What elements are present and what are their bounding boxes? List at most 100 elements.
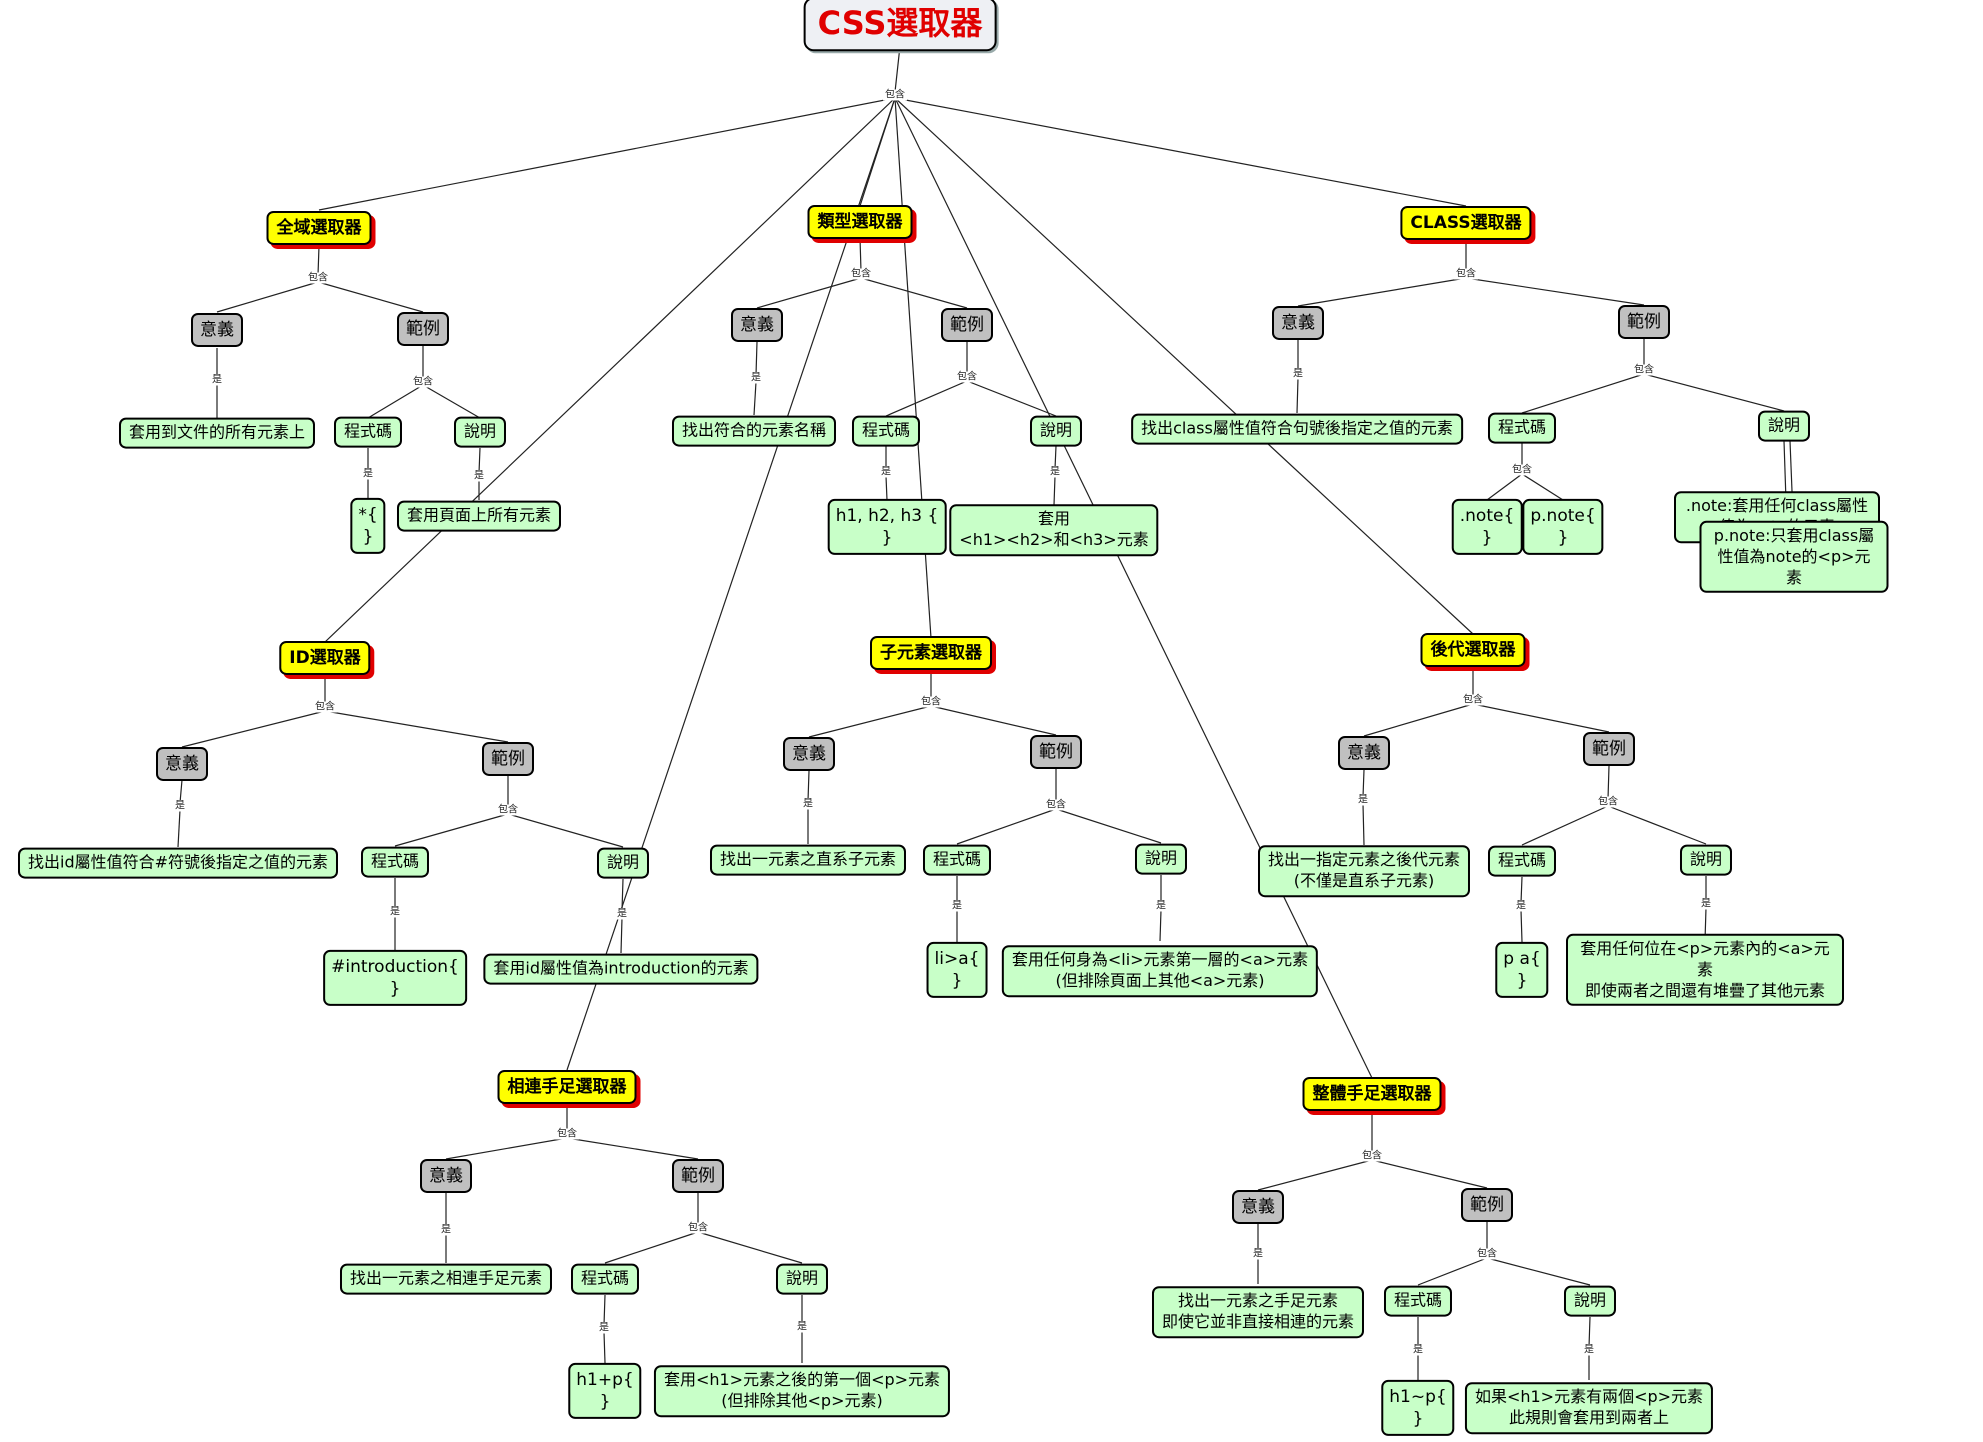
link-label-is: 是 [1411, 1344, 1425, 1356]
id-meaning-text[interactable]: 找出id屬性值符合#符號後指定之值的元素 [17, 847, 339, 879]
descendant-meaning-text[interactable]: 找出一指定元素之後代元素 (不僅是直系子元素) [1257, 845, 1471, 897]
child-meaning-text[interactable]: 找出一元素之直系子元素 [709, 844, 907, 876]
general-explanation-text[interactable]: 如果<h1>元素有兩個<p>元素 此規則會套用到兩者上 [1464, 1382, 1714, 1434]
connector-line [894, 97, 932, 639]
universal-example-node[interactable]: 範例 [397, 311, 449, 347]
connector-line [478, 447, 481, 474]
link-label-is: 是 [1291, 368, 1305, 380]
connector-line [179, 779, 183, 804]
adjacent-example-node[interactable]: 範例 [672, 1158, 724, 1194]
connector-line [1588, 1316, 1591, 1348]
descendant-selector-node[interactable]: 後代選取器 [1420, 632, 1526, 668]
general-sibling-selector-node[interactable]: 整體手足選取器 [1302, 1076, 1442, 1112]
link-label-is: 是 [950, 900, 964, 912]
connector-line [1363, 703, 1474, 737]
connector-line [604, 1231, 699, 1264]
connector-line [860, 277, 968, 309]
class-code-text-2[interactable]: p.note{ } [1522, 498, 1604, 556]
link-label-contains: 包含 [919, 696, 943, 708]
class-code-label[interactable]: 程式碼 [1487, 412, 1557, 444]
class-code-text-1[interactable]: .note{ } [1451, 498, 1523, 556]
link-label-is: 是 [361, 468, 375, 480]
universal-code-text[interactable]: *{ } [350, 497, 386, 555]
adjacent-explanation-label[interactable]: 說明 [775, 1263, 829, 1295]
child-explanation-text[interactable]: 套用任何身為<li>元素第一層的<a>元素 (但排除頁面上其他<a>元素) [1001, 945, 1319, 997]
connector-line [216, 281, 319, 313]
id-example-node[interactable]: 範例 [482, 741, 534, 777]
general-code-text[interactable]: h1~p{ } [1381, 1379, 1455, 1437]
id-selector-node[interactable]: ID選取器 [279, 640, 371, 676]
universal-explanation-text[interactable]: 套用頁面上所有元素 [396, 500, 562, 532]
type-code-text[interactable]: h1, h2, h3 { } [827, 498, 947, 556]
link-label-is: 是 [439, 1224, 453, 1236]
class-explanation-label[interactable]: 說明 [1757, 410, 1811, 442]
universal-selector-node[interactable]: 全域選取器 [266, 210, 372, 246]
id-meaning-node[interactable]: 意義 [156, 746, 208, 782]
class-meaning-text[interactable]: 找出class屬性值符合句號後指定之值的元素 [1131, 413, 1463, 445]
descendant-code-text[interactable]: p a{ } [1495, 941, 1549, 999]
general-example-node[interactable]: 範例 [1461, 1187, 1513, 1223]
child-code-label[interactable]: 程式碼 [922, 844, 992, 876]
adjacent-meaning-node[interactable]: 意義 [420, 1158, 472, 1194]
type-explanation-text[interactable]: 套用 <h1><h2>和<h3>元素 [949, 504, 1159, 556]
child-selector-node[interactable]: 子元素選取器 [870, 635, 992, 671]
connector-line [1520, 876, 1523, 904]
type-example-node[interactable]: 範例 [941, 307, 993, 343]
connector-line [317, 281, 424, 313]
universal-explanation-label[interactable]: 說明 [453, 416, 507, 448]
type-code-label[interactable]: 程式碼 [851, 415, 921, 447]
child-explanation-label[interactable]: 說明 [1134, 843, 1188, 875]
adjacent-explanation-text[interactable]: 套用<h1>元素之後的第一個<p>元素 (但排除其他<p>元素) [653, 1365, 951, 1417]
child-example-node[interactable]: 範例 [1030, 734, 1082, 770]
child-meaning-node[interactable]: 意義 [783, 736, 835, 772]
connector-line [318, 97, 896, 211]
descendant-meaning-node[interactable]: 意義 [1338, 735, 1390, 771]
class-example-node[interactable]: 範例 [1618, 304, 1670, 340]
adjacent-sibling-selector-node[interactable]: 相連手足選取器 [497, 1069, 637, 1105]
link-label-is: 是 [472, 470, 486, 482]
type-selector-node[interactable]: 類型選取器 [807, 204, 913, 240]
connector-line [1486, 1257, 1591, 1286]
universal-code-label[interactable]: 程式碼 [333, 416, 403, 448]
connector-line [603, 1294, 606, 1326]
id-code-label[interactable]: 程式碼 [360, 846, 430, 878]
universal-meaning-node[interactable]: 意義 [191, 312, 243, 348]
descendant-explanation-label[interactable]: 說明 [1679, 844, 1733, 876]
class-explanation-text-2[interactable]: p.note:只套用class屬性值為note的<p>元素 [1699, 520, 1889, 594]
connector-line [894, 45, 901, 93]
type-explanation-label[interactable]: 說明 [1029, 415, 1083, 447]
connector-line [859, 237, 862, 272]
id-explanation-label[interactable]: 說明 [596, 847, 650, 879]
universal-meaning-text[interactable]: 套用到文件的所有元素上 [118, 417, 316, 449]
adjacent-code-text[interactable]: h1+p{ } [568, 1362, 642, 1420]
link-label-is: 是 [1699, 898, 1713, 910]
root-node[interactable]: CSS選取器 [803, 0, 997, 51]
connector-line [885, 380, 968, 417]
child-code-text[interactable]: li>a{ } [926, 941, 988, 999]
general-meaning-node[interactable]: 意義 [1232, 1189, 1284, 1225]
general-code-label[interactable]: 程式碼 [1383, 1285, 1453, 1317]
adjacent-meaning-text[interactable]: 找出一元素之相連手足元素 [339, 1263, 553, 1295]
connector-line [181, 710, 326, 748]
connector-line [894, 97, 1373, 1079]
general-explanation-label[interactable]: 說明 [1563, 1285, 1617, 1317]
type-meaning-node[interactable]: 意義 [731, 307, 783, 343]
link-label-contains: 包含 [1044, 799, 1068, 811]
link-label-contains: 包含 [1475, 1248, 1499, 1260]
class-selector-node[interactable]: CLASS選取器 [1400, 205, 1532, 241]
connector-line [1783, 440, 1787, 502]
general-meaning-text[interactable]: 找出一元素之手足元素 即使它並非直接相連的元素 [1151, 1286, 1365, 1338]
type-meaning-text[interactable]: 找出符合的元素名稱 [671, 415, 837, 447]
link-label-contains: 包含 [1461, 694, 1485, 706]
connector-line [177, 809, 181, 848]
connector-line [1607, 805, 1707, 845]
descendant-explanation-text[interactable]: 套用任何位在<p>元素內的<a>元素 即使兩者之間還有堆疊了其他元素 [1566, 933, 1844, 1007]
id-code-text[interactable]: #introduction{ } [323, 949, 467, 1007]
descendant-code-label[interactable]: 程式碼 [1487, 845, 1557, 877]
class-meaning-node[interactable]: 意義 [1272, 305, 1324, 341]
id-explanation-text[interactable]: 套用id屬性值為introduction的元素 [483, 953, 759, 985]
descendant-example-node[interactable]: 範例 [1583, 731, 1635, 767]
link-label-contains: 包含 [496, 804, 520, 816]
connector-line [1371, 1159, 1488, 1189]
adjacent-code-label[interactable]: 程式碼 [570, 1263, 640, 1295]
